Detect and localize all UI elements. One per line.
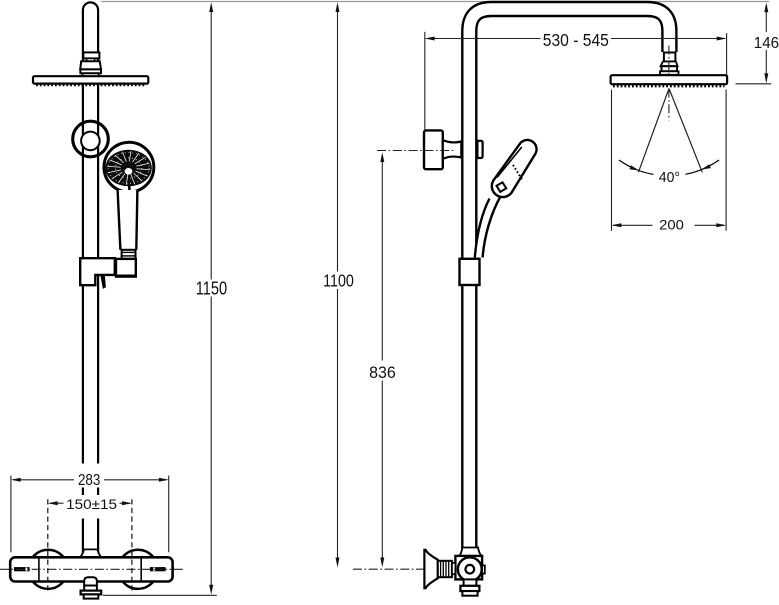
svg-text:530 - 545: 530 - 545	[543, 30, 609, 50]
svg-text:836: 836	[369, 364, 396, 382]
svg-text:1100: 1100	[323, 271, 354, 291]
svg-text:200: 200	[659, 217, 684, 233]
svg-text:150±15: 150±15	[66, 496, 117, 512]
svg-text:1150: 1150	[196, 279, 227, 299]
svg-text:40°: 40°	[659, 170, 680, 186]
svg-text:283: 283	[78, 472, 101, 489]
svg-text:146: 146	[754, 35, 779, 52]
